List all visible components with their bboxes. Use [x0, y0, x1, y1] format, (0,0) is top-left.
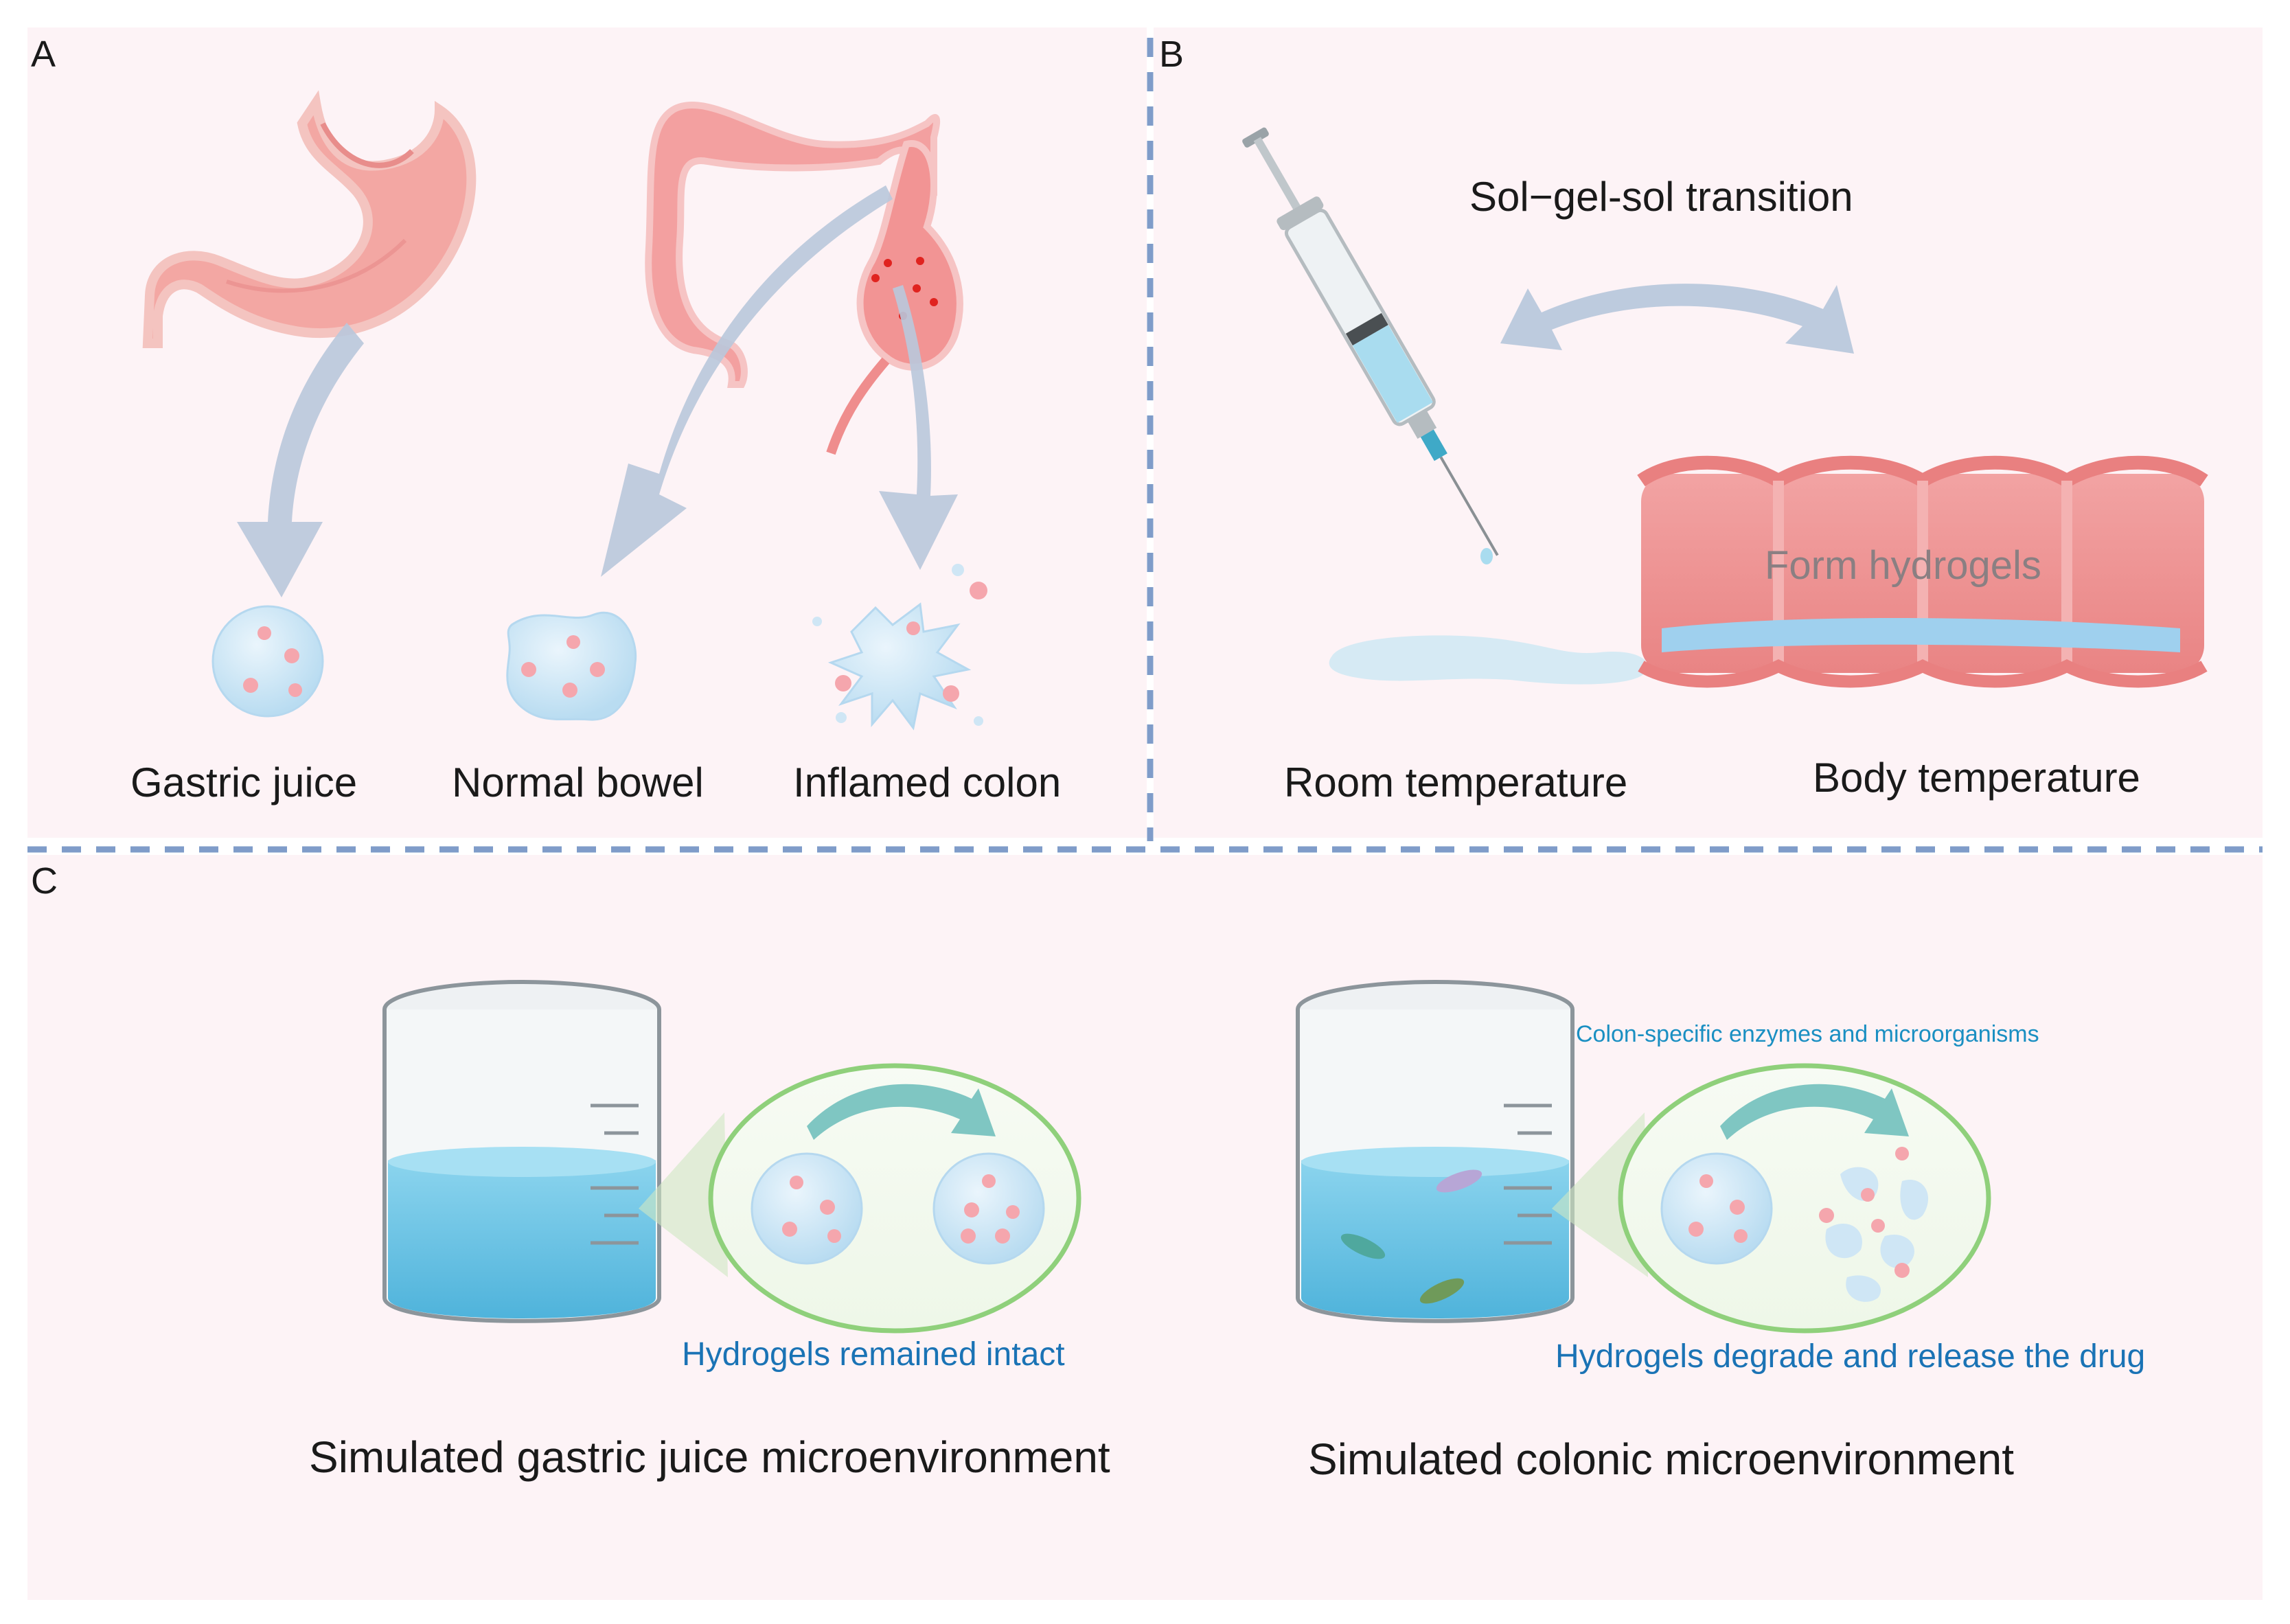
room-temperature-label: Room temperature [1284, 759, 1628, 805]
sol-gel-double-arrow [1500, 284, 1854, 354]
degrade-note: Hydrogels degrade and release the drug [1555, 1338, 2146, 1375]
gastric-zoom-beam [639, 1112, 728, 1277]
gastric-zoom-arrow [807, 1084, 996, 1140]
inflamed-colon-hydrogel [812, 564, 987, 731]
colonic-zoom-beam [1552, 1112, 1648, 1277]
normal-bowel-label: Normal bowel [452, 759, 704, 805]
panel-c-letter: C [31, 860, 58, 902]
stomach-illustration [142, 90, 477, 348]
gastric-microenvironment-caption: Simulated gastric juice microenvironment [309, 1432, 1110, 1482]
degrading-hydrogel-before [1660, 1152, 1773, 1265]
enzymes-note: Colon-specific enzymes and microorganism… [1576, 1021, 2039, 1047]
intestine-illustration [1637, 455, 2208, 688]
panel-a-letter: A [31, 34, 56, 75]
stomach-arrow [237, 323, 364, 597]
colonic-beaker [1296, 980, 1575, 1323]
colon-to-normal-arrow [601, 185, 893, 577]
colonic-zoom-arrow [1720, 1084, 1909, 1140]
panel-b-letter: B [1159, 34, 1184, 75]
form-hydrogels-label: Form hydrogels [1765, 543, 2041, 588]
colon-to-inflamed-arrow [879, 285, 958, 570]
room-temperature-puddle [1329, 635, 1647, 685]
panel-b-background [1154, 27, 2263, 838]
body-temperature-label: Body temperature [1813, 755, 2140, 801]
gastric-beaker [382, 980, 661, 1323]
inflamed-colon-label: Inflamed colon [793, 759, 1062, 805]
sol-gel-title: Sol−gel-sol transition [1469, 174, 1853, 220]
normal-bowel-hydrogel [506, 612, 637, 721]
syringe-illustration [1242, 127, 1499, 564]
intact-note: Hydrogels remained intact [682, 1336, 1065, 1373]
gastric-hydrogel [211, 605, 324, 718]
colonic-microenvironment-caption: Simulated colonic microenvironment [1308, 1434, 2014, 1484]
intact-hydrogel-before [751, 1152, 863, 1265]
intact-hydrogel-after [932, 1152, 1045, 1265]
colon-illustration [645, 102, 963, 455]
degraded-hydrogel-fragments [1819, 1147, 1929, 1302]
gastric-juice-label: Gastric juice [130, 759, 358, 805]
